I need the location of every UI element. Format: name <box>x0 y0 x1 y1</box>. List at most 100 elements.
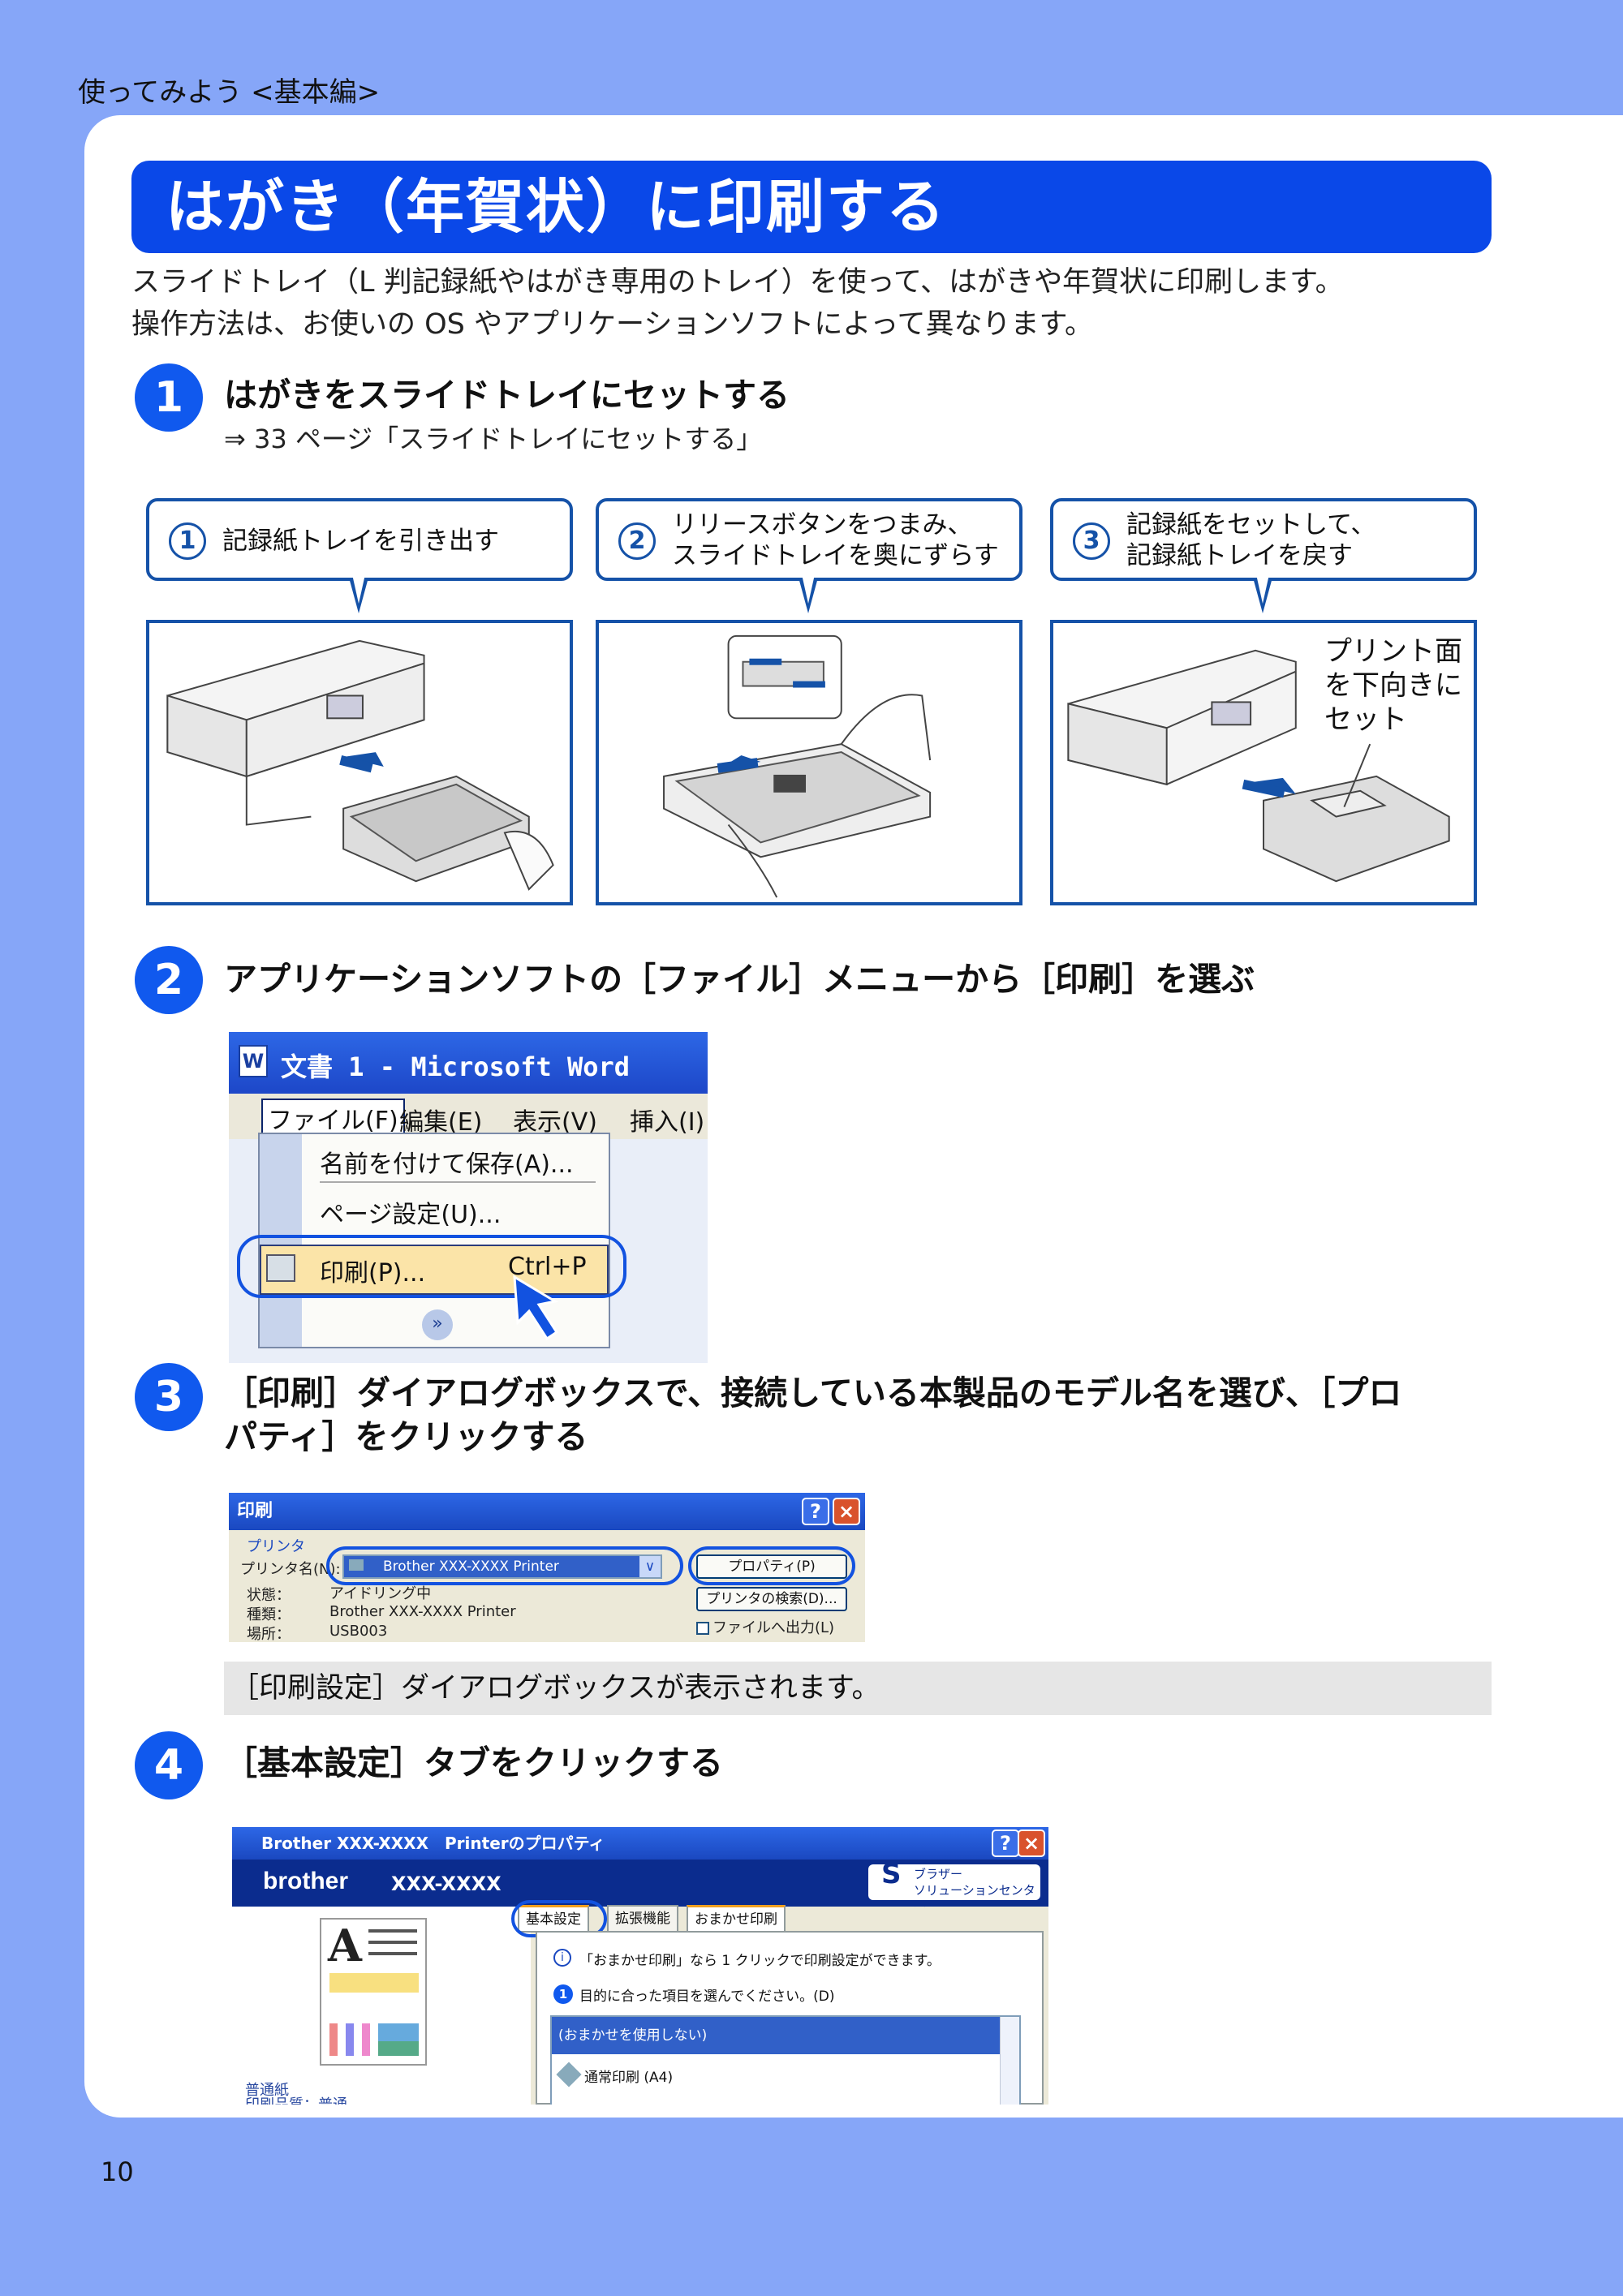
help-icon[interactable]: ? <box>992 1829 1019 1857</box>
printer-select[interactable]: Brother XXX-XXXX Printer ∨ <box>342 1554 662 1579</box>
preview-pane: A 普通紙 印刷品質：普通 <box>232 1907 531 2105</box>
step-2-title: アプリケーションソフトの［ファイル］メニューから［印刷］を選ぶ <box>224 960 1255 999</box>
list-item[interactable]: 通常印刷 (A4) <box>584 2070 674 2086</box>
step-badge-icon: 1 <box>553 1984 573 2004</box>
chevron-down-icon[interactable]: ∨ <box>639 1556 661 1577</box>
printer-group-label: プリンタ <box>247 1538 305 1555</box>
menu-divider <box>320 1181 596 1183</box>
menu-item-page-setup[interactable]: ページ設定(U)... <box>320 1201 502 1229</box>
callout-3-number: 3 <box>1073 522 1110 560</box>
intro-text: スライドトレイ（L 判記録紙やはがき専用のトレイ）を使って、はがきや年賀状に印刷… <box>131 261 1344 346</box>
header-section-label: 使ってみよう <基本編> <box>78 76 381 109</box>
step-3-badge: 3 <box>135 1363 203 1431</box>
callout-1-tail <box>349 574 368 613</box>
type-label: 種類： <box>247 1606 291 1623</box>
callout-2-tail <box>799 574 818 613</box>
list-item-selected[interactable]: (おまかせを使用しない) <box>552 2017 1019 2054</box>
photo-note-line-1: プリント面 <box>1324 635 1462 668</box>
word-titlebar: W 文書 1 - Microsoft Word <box>229 1032 708 1094</box>
properties-titlebar: Brother XXX-XXXX Printerのプロパティ <box>232 1827 1048 1860</box>
menu-view[interactable]: 表示(V) <box>513 1108 597 1137</box>
step-4-badge: 4 <box>135 1731 203 1799</box>
printer-icon <box>349 1559 364 1571</box>
close-icon[interactable]: × <box>833 1498 860 1525</box>
photo-note-line-2: を下向きに <box>1324 669 1462 702</box>
status-label: 状態： <box>247 1587 291 1604</box>
callout-2-line-2: スライドトレイを奥にずらす <box>672 541 999 570</box>
properties-dialog-screenshot: Brother XXX-XXXX Printerのプロパティ ? × broth… <box>232 1827 1048 2105</box>
step-1-badge: 1 <box>135 363 203 432</box>
scrollbar[interactable] <box>1000 2017 1019 2105</box>
callout-3: 3 記録紙をセットして、 記録紙トレイを戻す <box>1050 498 1477 581</box>
callout-1: 1 記録紙トレイを引き出す <box>146 498 573 581</box>
callout-3-line-2: 記録紙トレイを戻す <box>1126 541 1353 570</box>
print-to-file-checkbox[interactable]: ファイルへ出力(L) <box>696 1616 834 1637</box>
illustration-load-paper: プリント面 を下向きに セット <box>1050 620 1477 905</box>
highlight-oval-print <box>237 1235 626 1298</box>
menu-item-print[interactable]: 印刷(P)... <box>320 1259 426 1288</box>
highlight-oval-printer <box>326 1546 683 1585</box>
word-screenshot: W 文書 1 - Microsoft Word ファイル(F) 編集(E) 表示… <box>229 1032 708 1363</box>
title-bar: はがき（年賀状）に印刷する <box>131 161 1492 253</box>
solutions-center-line-1: ブラザー <box>914 1867 963 1881</box>
illustration-slide-tray <box>596 620 1022 905</box>
close-icon[interactable]: × <box>1018 1829 1045 1857</box>
solutions-center-button[interactable]: S ブラザー ソリューションセンター <box>868 1858 1040 1914</box>
preview-bar-chart <box>329 2023 370 2056</box>
menu-edit[interactable]: 編集(E) <box>399 1108 483 1137</box>
info-icon: i <box>553 1949 571 1967</box>
preview-text-line <box>368 1941 417 1944</box>
photo-note: プリント面 を下向きに セット <box>1324 634 1462 737</box>
callout-1-number: 1 <box>169 522 206 560</box>
photo-note-line-3: セット <box>1324 703 1407 736</box>
tab-content: i 「おまかせ印刷」なら 1 クリックで印刷設定ができます。 1 目的に合った項… <box>536 1931 1044 2105</box>
preview-table <box>329 1973 419 1993</box>
cursor-arrow-icon <box>513 1275 559 1341</box>
file-dropdown-menu: 名前を付けて保存(A)... ページ設定(U)... 印刷(P)... Ctrl… <box>258 1133 610 1348</box>
location-value: USB003 <box>329 1623 388 1640</box>
menu-item-save-as[interactable]: 名前を付けて保存(A)... <box>320 1150 574 1179</box>
model-name: XXX-XXXX <box>391 1872 502 1895</box>
callout-2-number: 2 <box>618 522 656 560</box>
step-2-badge: 2 <box>135 946 203 1014</box>
purpose-list[interactable]: (おまかせを使用しない) 通常印刷 (A4) <box>550 2015 1021 2105</box>
printer-select-value: Brother XXX-XXXX Printer <box>383 1559 559 1575</box>
page-preview: A <box>320 1918 427 2066</box>
preview-photo <box>378 2023 419 2056</box>
preview-text-line <box>368 1952 417 1955</box>
callout-3-line-1: 記録紙をセットして、 <box>1126 510 1376 540</box>
menu-file[interactable]: ファイル(F) <box>261 1099 405 1137</box>
brother-logo: brother <box>263 1868 348 1894</box>
find-printer-button[interactable]: プリンタの検索(D)... <box>696 1587 847 1611</box>
type-value: Brother XXX-XXXX Printer <box>329 1603 516 1620</box>
callout-3-tail <box>1253 574 1272 613</box>
menu-item-print-highlight[interactable] <box>260 1245 609 1295</box>
word-app-icon: W <box>239 1045 268 1077</box>
properties-button[interactable]: プロパティ(P) <box>696 1554 847 1579</box>
step-1-reference: ⇒ 33 ページ「スライドトレイにセットする」 <box>224 424 763 454</box>
callout-2: 2 リリースボタンをつまみ、 スライドトレイを奥にずらす <box>596 498 1022 581</box>
step-3-title-line-2: パティ］をクリックする <box>224 1417 588 1456</box>
page-title: はがき（年賀状）に印刷する <box>166 173 947 241</box>
info-note: ［印刷設定］ダイアログボックスが表示されます。 <box>224 1662 1492 1715</box>
callout-2-text: リリースボタンをつまみ、 スライドトレイを奥にずらす <box>672 510 999 571</box>
help-icon[interactable]: ? <box>802 1498 829 1525</box>
printer-name-label: プリンタ名(N): <box>240 1561 341 1578</box>
solutions-center-icon: S <box>881 1858 902 1890</box>
auto-print-info: 「おまかせ印刷」なら 1 クリックで印刷設定ができます。 <box>579 1953 941 1969</box>
chevron-down-icon[interactable]: » <box>422 1309 453 1340</box>
word-window-title: 文書 1 - Microsoft Word <box>281 1051 631 1082</box>
tab-advanced[interactable]: 拡張機能 <box>607 1905 678 1933</box>
print-dialog-screenshot: 印刷 ? × プリンタ プリンタ名(N): Brother XXX-XXXX P… <box>229 1493 865 1642</box>
print-to-file-label: ファイルへ出力(L) <box>712 1619 835 1636</box>
slide-tray-illustration <box>663 634 932 898</box>
select-purpose-label: 目的に合った項目を選んでください。(D) <box>579 1989 835 2005</box>
intro-line-1: スライドトレイ（L 判記録紙やはがき専用のトレイ）を使って、はがきや年賀状に印刷… <box>131 266 1344 299</box>
menu-item-print-shortcut: Ctrl+P <box>508 1253 587 1281</box>
preview-letter: A <box>328 1920 362 1971</box>
menu-insert[interactable]: 挿入(I) <box>630 1108 705 1137</box>
callout-1-text: 記録紙トレイを引き出す <box>222 527 499 556</box>
tab-auto-print[interactable]: おまかせ印刷 <box>687 1905 786 1933</box>
brand-banner: brother XXX-XXXX S ブラザー ソリューションセンター <box>232 1858 1048 1914</box>
printer-tray-out-illustration <box>166 639 554 891</box>
